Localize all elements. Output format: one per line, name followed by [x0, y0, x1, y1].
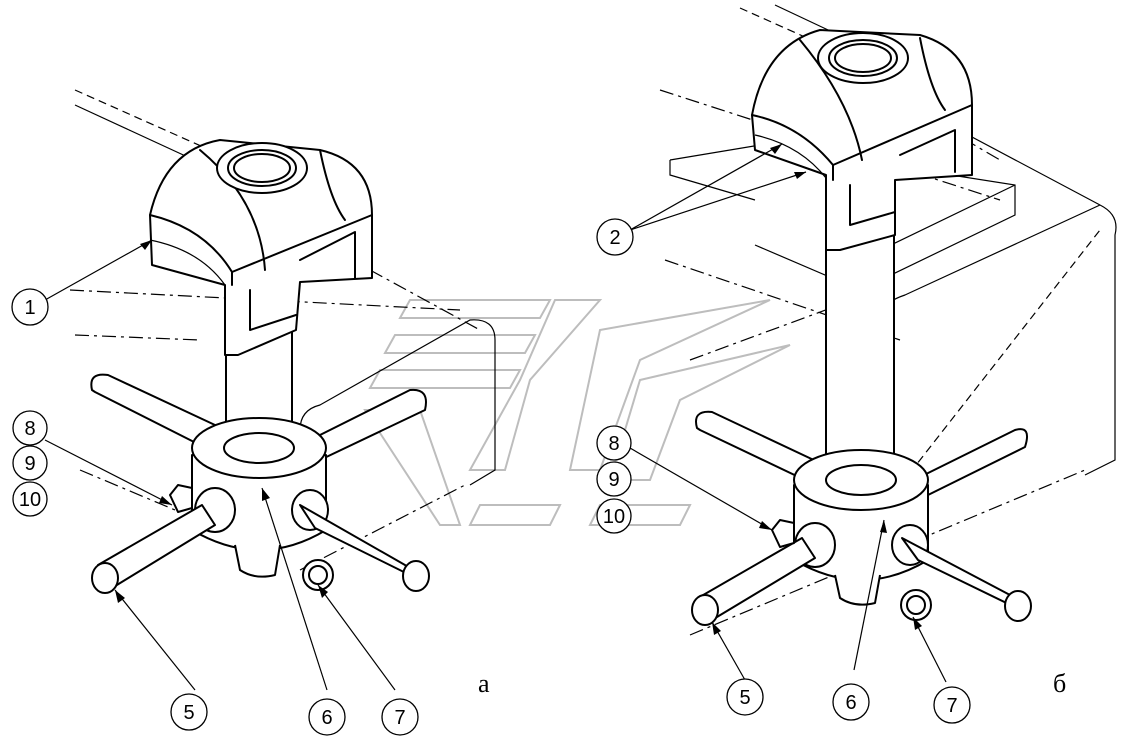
callout-label: 6 — [321, 707, 332, 729]
construction-line — [299, 484, 466, 571]
construction-line — [369, 269, 481, 331]
cap-part-1 — [149, 139, 373, 356]
callout-b-5: 5 — [726, 678, 764, 716]
callout-a-5: 5 — [170, 693, 208, 731]
callout-label: 2 — [609, 227, 620, 249]
callout-b-2: 2 — [596, 218, 634, 256]
callout-label: 5 — [183, 702, 194, 724]
cap-part-2 — [751, 29, 973, 251]
construction-line — [74, 334, 201, 341]
callout-b-7: 7 — [933, 686, 971, 724]
callout-label: 10 — [19, 489, 41, 511]
handle-bar-front — [691, 537, 1032, 626]
callout-b-10: 10 — [596, 498, 632, 534]
handle-bar-rear — [695, 410, 1028, 496]
view-caption-a: а — [478, 669, 490, 698]
beam-outline — [299, 319, 496, 486]
handle-bar-front — [91, 504, 430, 594]
callout-b-6: 6 — [832, 683, 870, 721]
bolt-8-9-10 — [169, 484, 193, 513]
callout-label: 9 — [24, 453, 35, 475]
callout-a-6: 6 — [308, 698, 346, 736]
plate-edge — [669, 160, 756, 201]
callout-label: 1 — [24, 297, 35, 319]
callout-label: 9 — [608, 469, 619, 491]
construction-line — [74, 89, 211, 151]
bolt-8-9-10 — [771, 519, 795, 548]
construction-line — [829, 229, 1101, 576]
callout-label: 5 — [739, 687, 750, 709]
callout-a-1: 1 — [11, 288, 49, 326]
callout-label: 8 — [608, 433, 619, 455]
hub — [191, 417, 329, 578]
view-b: 2 8 9 10 5 6 7 б — [596, 4, 1117, 724]
callout-label: 6 — [845, 692, 856, 714]
view-caption-b: б — [1053, 669, 1066, 698]
callout-a-10: 10 — [12, 481, 48, 517]
hub — [793, 449, 929, 606]
callout-a-9: 9 — [12, 445, 48, 481]
bolt-7 — [302, 559, 334, 591]
callout-label: 8 — [24, 418, 35, 440]
callout-a-8: 8 — [12, 410, 48, 446]
callout-label: 10 — [603, 506, 625, 528]
construction-line — [659, 89, 1001, 201]
construction-line — [689, 469, 1086, 636]
bolt-7 — [900, 589, 932, 621]
beam-outline — [939, 119, 1117, 476]
callout-a-7: 7 — [381, 698, 419, 736]
watermark-logo — [363, 299, 791, 526]
leaders-a — [44, 239, 396, 691]
callout-label: 7 — [946, 695, 957, 717]
handle-bar-rear — [90, 373, 427, 461]
callout-b-8: 8 — [596, 425, 632, 461]
beam-outline — [869, 204, 1101, 331]
view-a: 1 8 9 10 5 6 7 а — [11, 89, 496, 736]
leaders-b — [629, 143, 947, 683]
construction-line — [79, 469, 176, 511]
callout-b-9: 9 — [596, 461, 632, 497]
callout-label: 7 — [394, 707, 405, 729]
